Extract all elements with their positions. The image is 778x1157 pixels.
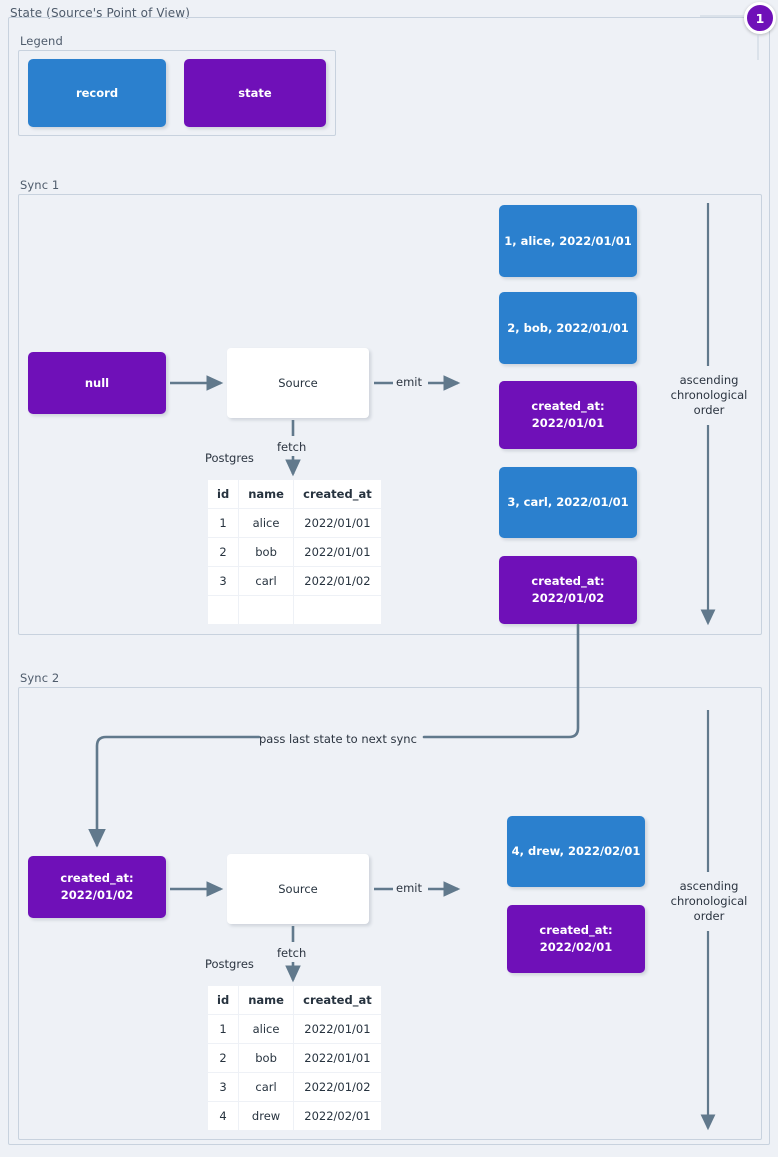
cell-name: carl	[238, 566, 294, 596]
cell-id: 1	[206, 1014, 240, 1044]
cell-date: 2022/01/01	[292, 508, 382, 538]
sync1-box	[18, 194, 762, 635]
table-row: 2 bob 2022/01/01	[206, 537, 382, 567]
legend-item-state: state	[184, 59, 326, 127]
cell-name: bob	[238, 537, 294, 567]
cell-id: 3	[206, 566, 240, 596]
sync1-emitted-record-3: 3, carl, 2022/01/01	[499, 467, 637, 538]
sync1-emitted-state-1: created_at: 2022/01/01	[499, 381, 637, 449]
col-created-at: created_at	[292, 479, 382, 509]
sync1-postgres-label: Postgres	[205, 451, 254, 465]
cell-date: 2022/01/01	[292, 1043, 382, 1073]
cell-name: carl	[238, 1072, 294, 1102]
sync1-postgres-table: id name created_at 1 alice 2022/01/01 2 …	[206, 479, 382, 625]
cell-date	[292, 595, 382, 625]
cell-id	[206, 595, 240, 625]
legend-box	[18, 50, 336, 136]
cell-date: 2022/02/01	[292, 1101, 382, 1131]
cell-id: 2	[206, 537, 240, 567]
table-row: 3 carl 2022/01/02	[206, 566, 382, 596]
table-row: 2 bob 2022/01/01	[206, 1043, 382, 1073]
sync2-emit-label: emit	[396, 881, 422, 895]
sync2-box	[18, 687, 762, 1140]
sync2-postgres-table: id name created_at 1 alice 2022/01/01 2 …	[206, 985, 382, 1131]
col-id: id	[206, 479, 240, 509]
sync2-fetch-label: fetch	[277, 946, 307, 960]
col-created-at: created_at	[292, 985, 382, 1015]
cell-date: 2022/01/01	[292, 1014, 382, 1044]
sync2-source-node: Source	[227, 854, 369, 924]
cell-date: 2022/01/01	[292, 537, 382, 567]
sync1-label: Sync 1	[20, 178, 60, 192]
table-row: 1 alice 2022/01/01	[206, 1014, 382, 1044]
col-name: name	[238, 479, 294, 509]
table-row: 4 drew 2022/02/01	[206, 1101, 382, 1131]
cell-name: alice	[238, 1014, 294, 1044]
cell-name: drew	[238, 1101, 294, 1131]
cell-id: 3	[206, 1072, 240, 1102]
cell-name: alice	[238, 508, 294, 538]
table-row: 1 alice 2022/01/01	[206, 508, 382, 538]
cell-name: bob	[238, 1043, 294, 1073]
sync1-input-state: null	[28, 352, 166, 414]
page-title: State (Source's Point of View)	[10, 6, 190, 20]
sync1-emitted-record-1: 1, alice, 2022/01/01	[499, 205, 637, 277]
sync1-emit-label: emit	[396, 375, 422, 389]
sync1-emitted-state-2: created_at: 2022/01/02	[499, 556, 637, 624]
cell-id: 2	[206, 1043, 240, 1073]
sync2-order-label: ascending chronological order	[670, 879, 748, 923]
cell-name	[238, 595, 294, 625]
pass-state-label: pass last state to next sync	[259, 732, 417, 746]
sync1-order-label: ascending chronological order	[670, 373, 748, 417]
legend-label: Legend	[20, 34, 63, 48]
step-badge[interactable]: 1	[744, 2, 776, 34]
sync2-emitted-state-1: created_at: 2022/02/01	[507, 905, 645, 973]
table-row: 3 carl 2022/01/02	[206, 1072, 382, 1102]
cell-date: 2022/01/02	[292, 1072, 382, 1102]
sync2-emitted-record-1: 4, drew, 2022/02/01	[507, 816, 645, 887]
cell-id: 1	[206, 508, 240, 538]
sync1-emitted-record-2: 2, bob, 2022/01/01	[499, 292, 637, 364]
table-header-row: id name created_at	[206, 479, 382, 509]
outer-frame	[8, 17, 770, 1145]
sync1-source-node: Source	[227, 348, 369, 418]
cell-date: 2022/01/02	[292, 566, 382, 596]
col-id: id	[206, 985, 240, 1015]
col-name: name	[238, 985, 294, 1015]
legend-item-record: record	[28, 59, 166, 127]
sync1-fetch-label: fetch	[277, 440, 307, 454]
sync2-input-state: created_at: 2022/01/02	[28, 856, 166, 918]
cell-id: 4	[206, 1101, 240, 1131]
table-header-row: id name created_at	[206, 985, 382, 1015]
table-row-empty	[206, 595, 382, 625]
sync2-postgres-label: Postgres	[205, 957, 254, 971]
sync2-label: Sync 2	[20, 671, 60, 685]
